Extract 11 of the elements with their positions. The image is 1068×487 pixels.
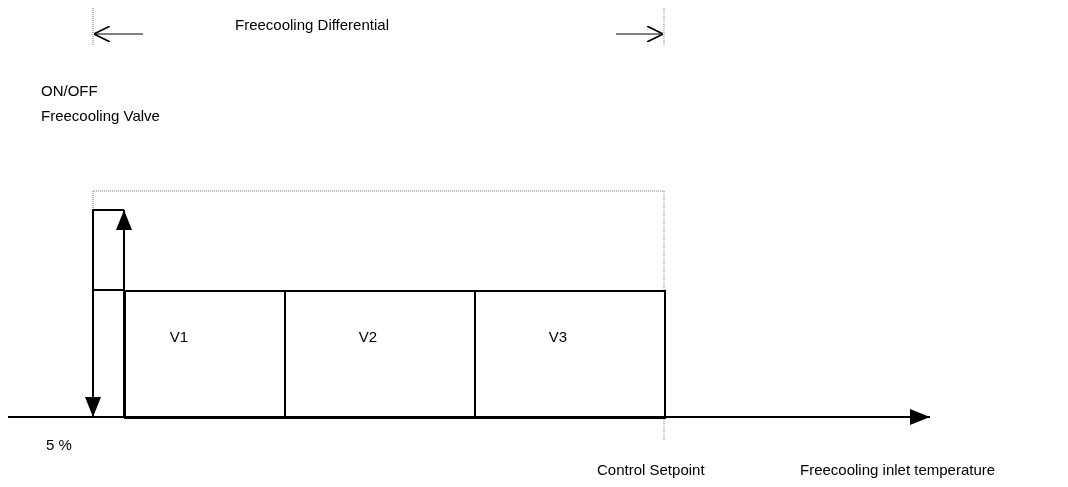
axis-label: ON/OFF Freecooling Valve bbox=[41, 81, 161, 126]
axis-label: 5 % bbox=[46, 435, 72, 455]
range-box bbox=[284, 290, 476, 419]
axis-label: Control Setpoint bbox=[597, 460, 705, 480]
range-box bbox=[474, 290, 666, 419]
axis-label: Freecooling inlet temperature bbox=[800, 460, 996, 480]
stage-label: V3 bbox=[547, 328, 569, 345]
stage-label: V2 bbox=[357, 328, 379, 345]
axis-label: Freecooling Differential bbox=[235, 15, 389, 35]
stage-label: V1 bbox=[168, 328, 190, 345]
range-box bbox=[124, 290, 286, 419]
